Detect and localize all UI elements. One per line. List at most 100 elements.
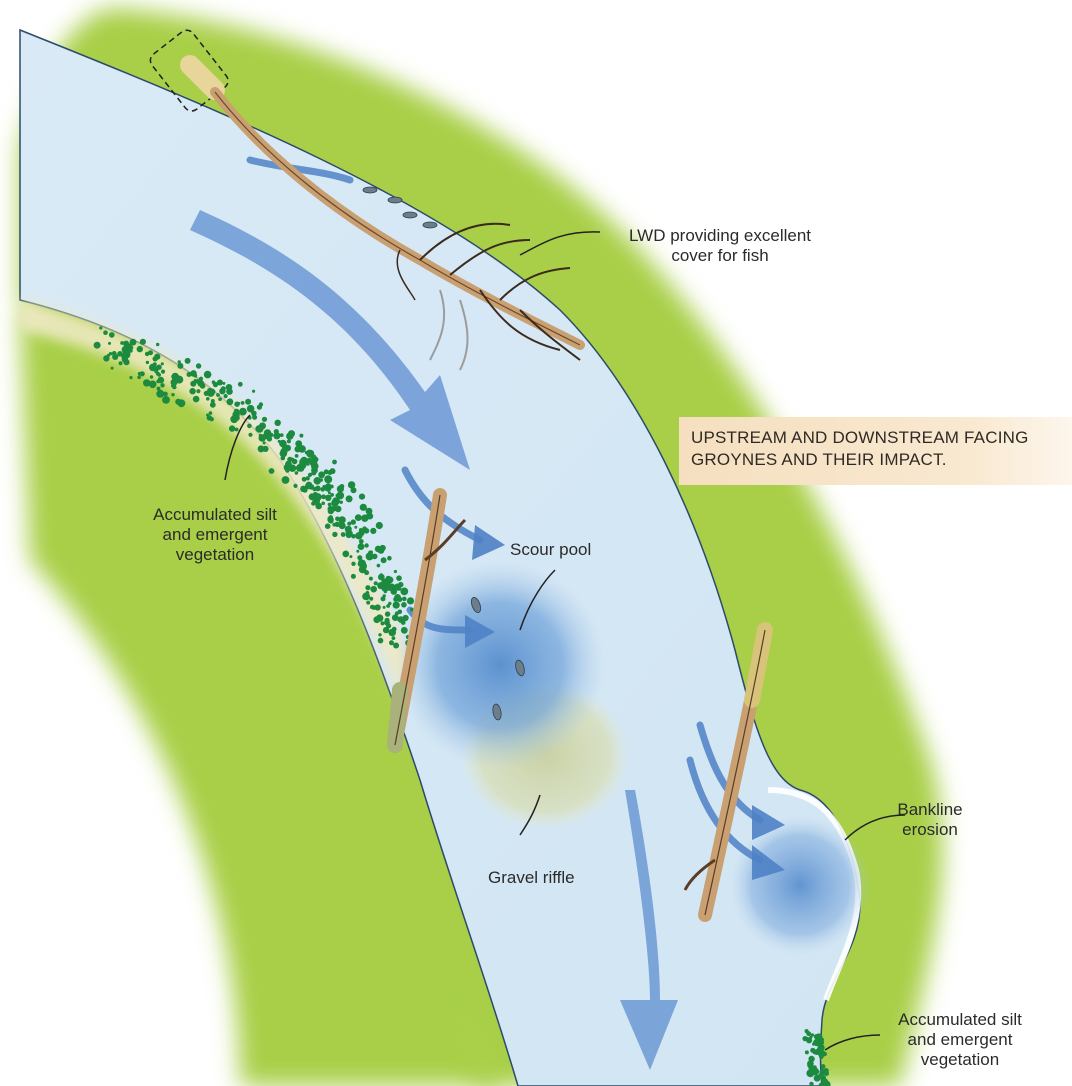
vegetation-dot <box>130 339 137 346</box>
vegetation-dot <box>210 402 216 408</box>
vegetation-dot <box>332 523 336 527</box>
vegetation-dot <box>392 627 397 632</box>
vegetation-dot <box>378 574 385 581</box>
vegetation-dot <box>809 1036 812 1039</box>
vegetation-dot <box>332 460 337 465</box>
vegetation-dot <box>189 388 195 394</box>
vegetation-dot <box>321 502 325 506</box>
title-banner: UPSTREAM AND DOWNSTREAM FACING GROYNES A… <box>679 417 1072 485</box>
vegetation-dot <box>346 530 351 535</box>
vegetation-dot <box>161 362 164 365</box>
vegetation-dot <box>365 585 370 590</box>
vegetation-dot <box>206 397 210 401</box>
label-gravel-riffle: Gravel riffle <box>488 868 575 888</box>
title-line-2: GROYNES AND THEIR IMPACT. <box>691 449 1072 471</box>
vegetation-dot <box>348 481 355 488</box>
vegetation-dot <box>163 392 168 397</box>
vegetation-dot <box>248 433 252 437</box>
vegetation-dot <box>280 448 287 455</box>
vegetation-dot <box>351 562 355 566</box>
vegetation-dot <box>157 373 161 377</box>
vegetation-dot <box>331 506 337 512</box>
vegetation-dot <box>103 330 108 335</box>
vegetation-dot <box>376 546 379 549</box>
vegetation-dot <box>395 611 399 615</box>
vegetation-dot <box>262 417 267 422</box>
vegetation-dot <box>821 1078 828 1085</box>
vegetation-dot <box>219 388 225 394</box>
vegetation-dot <box>194 374 198 378</box>
vegetation-dot <box>196 389 200 393</box>
vegetation-dot <box>349 555 352 558</box>
vegetation-dot <box>377 564 381 568</box>
vegetation-dot <box>341 532 346 537</box>
label-silt-right-line-2: and emergent <box>875 1030 1045 1050</box>
vegetation-dot <box>386 623 391 628</box>
vegetation-dot <box>156 380 160 384</box>
vegetation-dot <box>120 341 124 345</box>
label-silt-right: Accumulated silt and emergent vegetation <box>875 1010 1045 1070</box>
vegetation-dot <box>396 575 402 581</box>
vegetation-dot <box>193 396 200 403</box>
vegetation-dot <box>818 1040 824 1046</box>
vegetation-dot <box>177 363 183 369</box>
vegetation-dot <box>206 414 209 417</box>
vegetation-dot <box>378 633 381 636</box>
vegetation-dot <box>364 543 368 547</box>
vegetation-dot <box>401 602 407 608</box>
vegetation-dot <box>111 367 114 370</box>
vegetation-dot <box>99 326 102 329</box>
vegetation-dot <box>814 1049 820 1055</box>
vegetation-dot <box>178 360 181 363</box>
label-bankline-line-2: erosion <box>885 820 975 840</box>
vegetation-dot <box>207 389 215 397</box>
vegetation-dot <box>384 590 387 593</box>
vegetation-dot <box>226 384 233 391</box>
vegetation-dot <box>153 356 158 361</box>
vegetation-dot <box>394 570 397 573</box>
vegetation-dot <box>805 1050 809 1054</box>
vegetation-dot <box>346 495 353 502</box>
vegetation-dot <box>306 476 310 480</box>
vegetation-dot <box>258 445 265 452</box>
vegetation-dot <box>821 1064 826 1069</box>
vegetation-dot <box>370 605 375 610</box>
label-lwd-line-2: cover for fish <box>600 246 840 266</box>
vegetation-dot <box>150 365 154 369</box>
vegetation-dot <box>336 492 344 500</box>
vegetation-dot <box>190 381 196 387</box>
vegetation-dot <box>107 354 110 357</box>
vegetation-dot <box>175 376 183 384</box>
vegetation-dot <box>369 597 373 601</box>
vegetation-dot <box>355 532 362 539</box>
vegetation-dot <box>340 484 345 489</box>
vegetation-dot <box>357 555 362 560</box>
vegetation-dot <box>376 522 383 529</box>
vegetation-dot <box>160 383 164 387</box>
vegetation-dot <box>281 456 286 461</box>
vegetation-dot <box>355 514 362 521</box>
vegetation-dot <box>324 475 332 483</box>
vegetation-dot <box>145 352 149 356</box>
vegetation-dot <box>370 528 376 534</box>
vegetation-dot <box>293 484 297 488</box>
vegetation-dot <box>381 621 385 625</box>
vegetation-dot <box>234 415 240 421</box>
vegetation-dot <box>401 627 408 634</box>
vegetation-dot <box>175 399 181 405</box>
vegetation-dot <box>216 393 220 397</box>
label-bankline-erosion: Bankline erosion <box>885 800 975 840</box>
vegetation-dot <box>338 516 345 523</box>
vegetation-dot <box>351 519 356 524</box>
vegetation-dot <box>347 522 351 526</box>
vegetation-dot <box>397 586 401 590</box>
vegetation-dot <box>129 376 132 379</box>
vegetation-dot <box>255 425 262 432</box>
vegetation-dot <box>325 483 331 489</box>
vegetation-dot <box>288 430 295 437</box>
vegetation-dot <box>150 375 153 378</box>
vegetation-dot <box>389 640 394 645</box>
vegetation-dot <box>269 468 275 474</box>
label-silt-left: Accumulated silt and emergent vegetation <box>130 505 300 565</box>
vegetation-dot <box>309 484 315 490</box>
